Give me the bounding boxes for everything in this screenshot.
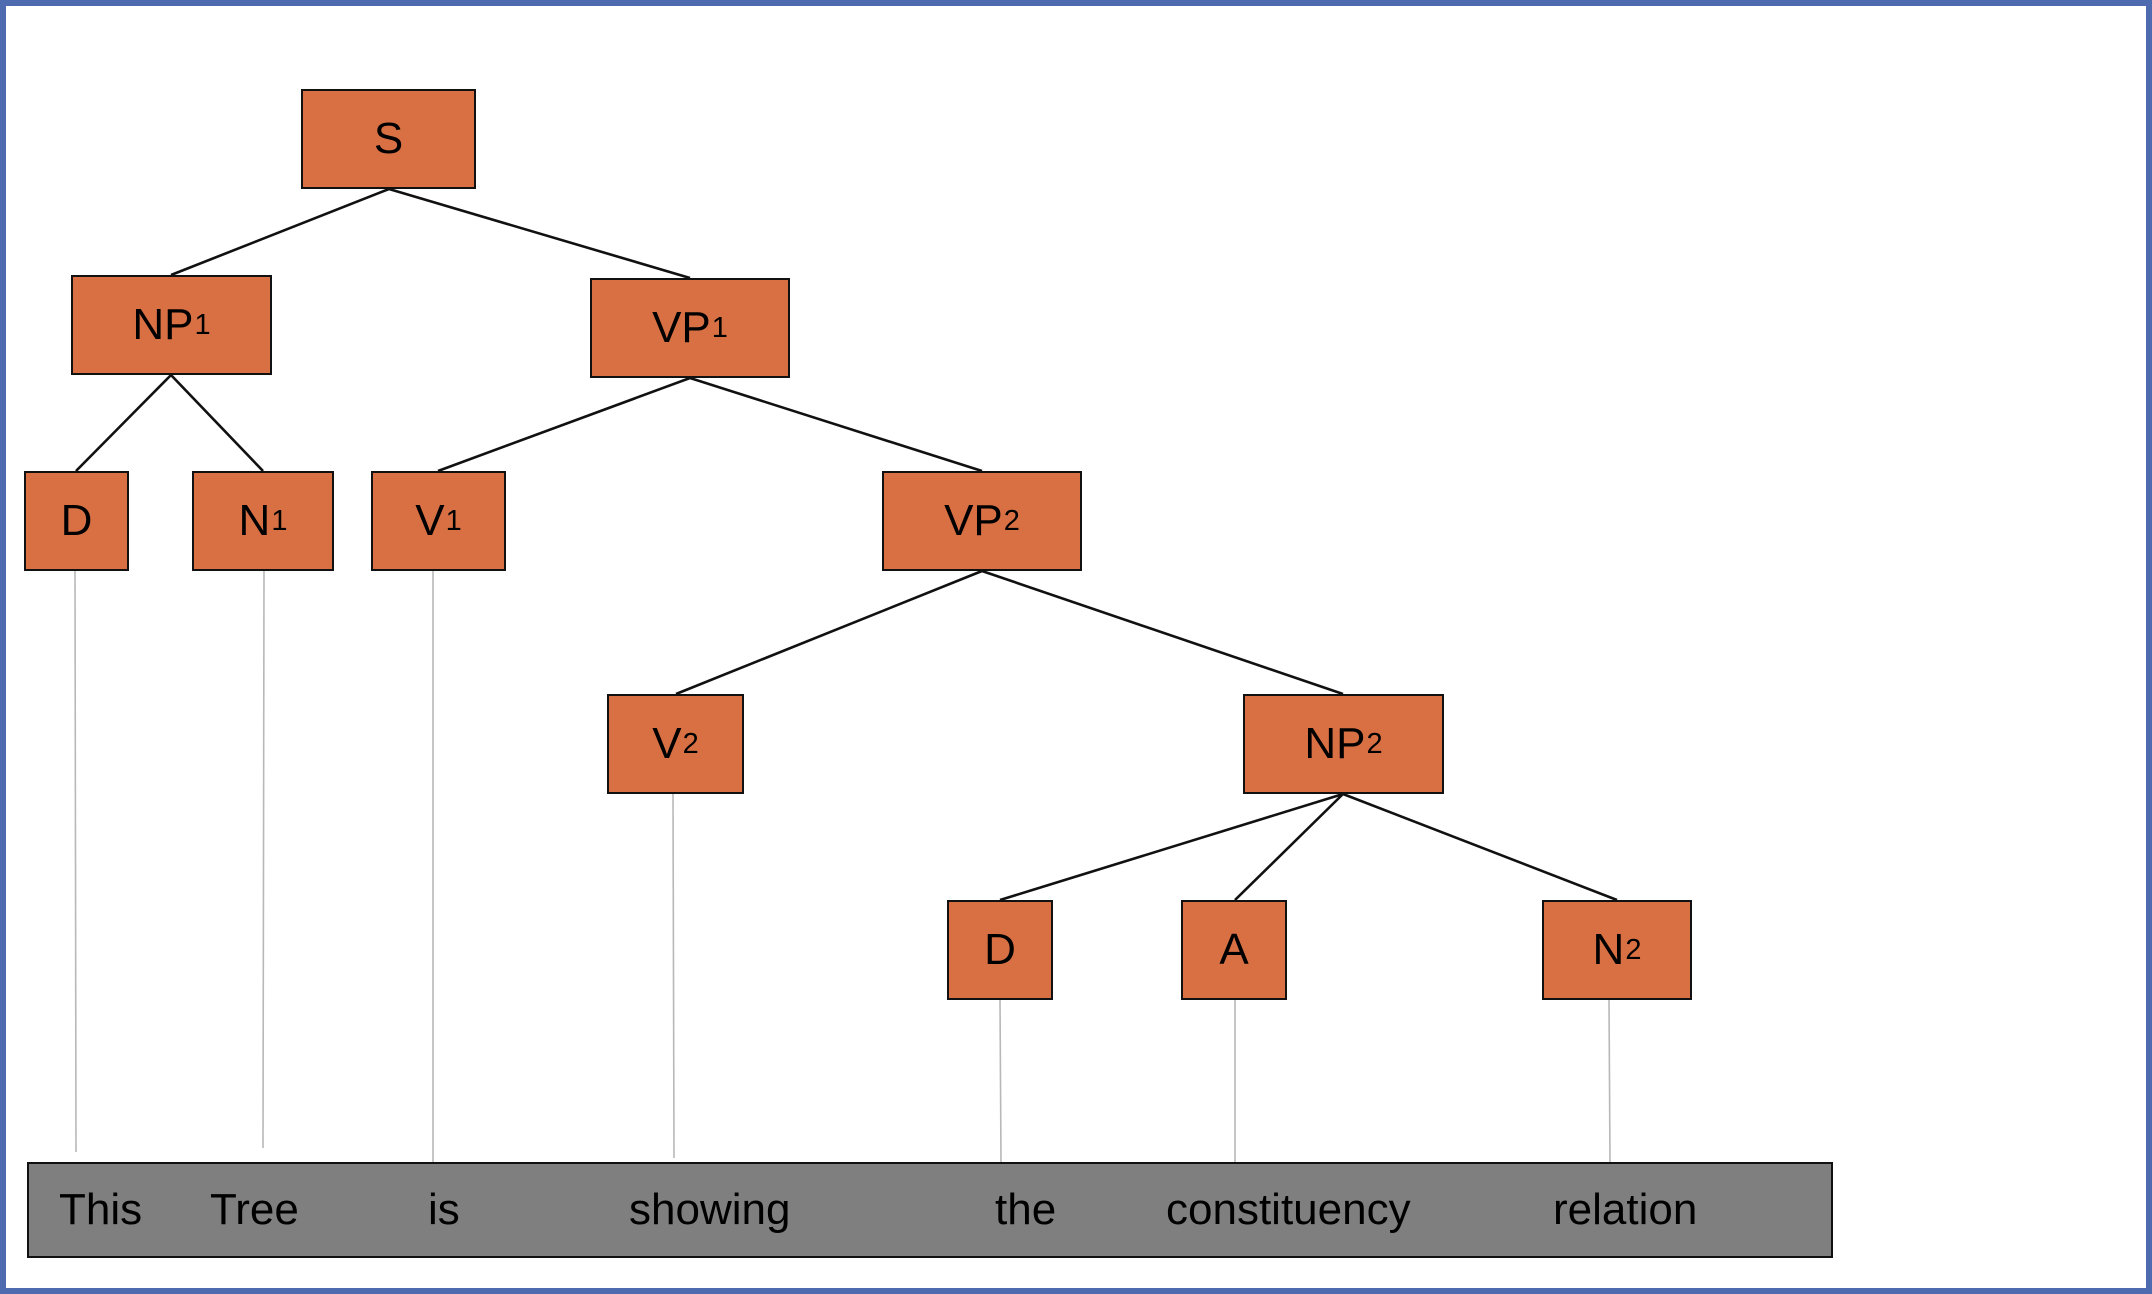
node-vp1-label: VP	[652, 303, 711, 352]
leader-this	[74, 570, 77, 1153]
word-this: This	[59, 1185, 143, 1234]
tree-edges	[75, 187, 1618, 902]
leader-relation	[1608, 999, 1611, 1163]
edge-np1-d1	[75, 374, 172, 472]
word-is: is	[428, 1185, 460, 1234]
node-vp1-subscript: 1	[711, 311, 728, 344]
node-vp2-subscript: 2	[1003, 504, 1020, 537]
edge-s-vp1	[388, 187, 691, 280]
edge-vp1-vp2	[689, 376, 983, 473]
node-n2-subscript: 2	[1625, 933, 1642, 966]
word-constituency: constituency	[1166, 1185, 1411, 1234]
word-showing: showing	[629, 1185, 791, 1234]
edge-vp2-np2	[981, 569, 1344, 696]
node-s-label: S	[373, 114, 404, 163]
node-v2-subscript: 2	[682, 727, 699, 760]
word-relation: relation	[1553, 1185, 1698, 1234]
node-n1-label: N	[238, 496, 271, 545]
node-np2-label: NP	[1304, 719, 1366, 768]
word-the: the	[995, 1185, 1057, 1234]
edge-np2-d2	[999, 792, 1344, 902]
leader-showing	[672, 793, 675, 1159]
node-d1-label: D	[60, 496, 93, 545]
word-tree: Tree	[210, 1185, 299, 1234]
edge-vp2-v2	[675, 569, 983, 696]
node-d1: D	[24, 471, 129, 571]
node-s: S	[301, 89, 476, 189]
node-v2-label: V	[652, 719, 682, 768]
node-np1-label: NP	[132, 300, 194, 349]
node-v1-label: V	[415, 496, 445, 545]
node-n2-label: N	[1592, 925, 1625, 974]
edge-np1-n1	[170, 374, 264, 472]
edge-np2-a	[1234, 793, 1344, 901]
node-d2: D	[947, 900, 1053, 1000]
edge-vp1-v1	[437, 376, 691, 473]
node-v1-subscript: 1	[445, 504, 462, 537]
node-np1-subscript: 1	[194, 308, 211, 341]
node-a: A	[1181, 900, 1287, 1000]
node-vp2-label: VP	[944, 496, 1003, 545]
node-np2-subscript: 2	[1366, 727, 1383, 760]
node-a-label: A	[1219, 925, 1249, 974]
leader-the	[999, 999, 1002, 1163]
leader-lines	[74, 570, 1611, 1163]
node-n1-subscript: 1	[271, 504, 288, 537]
leader-tree	[262, 570, 265, 1149]
edge-np2-n2	[1342, 792, 1618, 902]
node-d2-label: D	[984, 925, 1016, 974]
edge-s-np1	[170, 187, 390, 277]
sentence-bar	[27, 1162, 1833, 1258]
